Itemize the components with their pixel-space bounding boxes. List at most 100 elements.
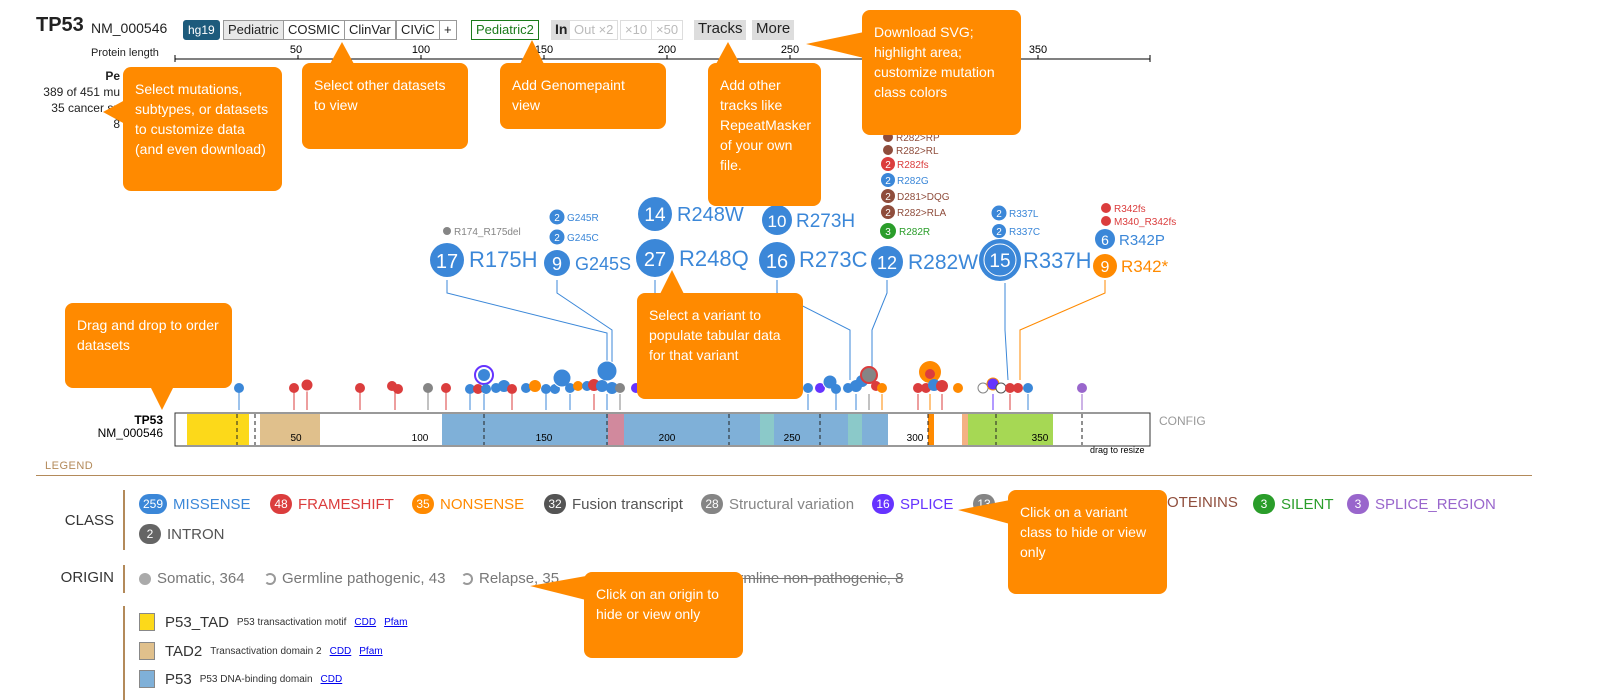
- label-r342fs[interactable]: R342fs: [1114, 204, 1146, 215]
- callout-tail: [330, 42, 354, 64]
- domain-p53-tad[interactable]: [187, 414, 249, 445]
- label-d281[interactable]: D281>DQG: [897, 192, 950, 203]
- domain-swatch: [139, 670, 155, 688]
- domain-tad2[interactable]: [260, 414, 320, 445]
- count-2: 2: [554, 213, 560, 224]
- origin-somatic[interactable]: Somatic, 364: [139, 570, 245, 587]
- label-r174[interactable]: R174_R175del: [454, 227, 521, 238]
- label-r282rl[interactable]: R282>RL: [896, 146, 939, 157]
- mutation-label-r342p[interactable]: 6 R342P: [1095, 229, 1165, 249]
- cdd-link[interactable]: CDD: [320, 673, 343, 685]
- label-r282rp[interactable]: R282>RP: [896, 133, 940, 144]
- config-button[interactable]: CONFIG: [1159, 414, 1206, 428]
- class-splice-region[interactable]: 3 SPLICE_REGION: [1347, 494, 1496, 514]
- mutation-name: R273H: [796, 211, 855, 232]
- dataset-clinvar-button[interactable]: ClinVar: [344, 20, 396, 40]
- add-dataset-button[interactable]: +: [439, 20, 457, 40]
- class-name: OTEININS: [1167, 494, 1238, 511]
- label-r282g[interactable]: R282G: [897, 176, 929, 187]
- resize-handle-label[interactable]: drag to resize: [1090, 445, 1145, 455]
- class-count: 48: [270, 494, 292, 514]
- class-fusion[interactable]: 32 Fusion transcript: [544, 494, 683, 514]
- genomepaint-button[interactable]: Pediatric2: [471, 20, 539, 40]
- label-g245r[interactable]: G245R: [567, 213, 599, 224]
- origin-divider: [123, 565, 125, 593]
- mutation-label-g245s[interactable]: 9 G245S: [544, 250, 631, 276]
- origin-text: Somatic, 364: [157, 570, 245, 587]
- label-r282fs[interactable]: R282fs: [897, 160, 929, 171]
- ruler-tick-label: 350: [1029, 44, 1047, 56]
- callout-tail: [150, 386, 174, 410]
- class-silent[interactable]: 3 SILENT: [1253, 494, 1334, 514]
- more-button[interactable]: More: [752, 20, 795, 40]
- class-intron[interactable]: 2 INTRON: [139, 524, 225, 544]
- pfam-link[interactable]: Pfam: [384, 616, 408, 628]
- domain-p53[interactable]: [442, 414, 888, 445]
- class-name: SPLICE_REGION: [1375, 495, 1496, 513]
- callout-tail: [716, 42, 740, 64]
- dataset-civic-button[interactable]: CIViC: [396, 20, 440, 40]
- domain-legend-tad2[interactable]: TAD2 Transactivation domain 2 CDD Pfam: [139, 642, 391, 660]
- mutation-label-r337h[interactable]: 15 R337H: [979, 239, 1091, 281]
- mutation-count: 27: [644, 249, 666, 271]
- domain-name: TAD2: [165, 642, 203, 660]
- relapse-icon: [461, 572, 473, 585]
- legend-title: LEGEND: [45, 460, 94, 472]
- tracks-button[interactable]: Tracks: [694, 20, 747, 40]
- domain-swatch: [139, 613, 155, 631]
- class-nonsense[interactable]: 35 NONSENSE: [412, 494, 524, 514]
- somatic-icon: [139, 572, 151, 585]
- label-r337c[interactable]: R337C: [1009, 227, 1040, 238]
- label-g245c[interactable]: G245C: [567, 233, 599, 244]
- domain-legend-p53-tad[interactable]: P53_TAD P53 transactivation motif CDD Pf…: [139, 613, 415, 631]
- mutation-label-r175h[interactable]: 17 R175H: [430, 243, 537, 277]
- origin-germline-pathogenic[interactable]: Germline pathogenic, 43: [264, 570, 445, 587]
- track-isoform-label: NM_000546: [98, 426, 164, 440]
- zoom-in-button[interactable]: In: [551, 20, 572, 40]
- callout-other-datasets: Select other datasets to view: [302, 63, 468, 149]
- dataset-cosmic-button[interactable]: COSMIC: [283, 20, 345, 40]
- label-r282rla[interactable]: R282>RLA: [897, 208, 947, 219]
- track-axis-label: 200: [659, 433, 676, 444]
- cdd-link[interactable]: CDD: [354, 616, 377, 628]
- mutation-count: 9: [552, 254, 562, 274]
- domain-swatch: [139, 642, 155, 660]
- stats-line-3: 8: [113, 117, 120, 131]
- track-gene-label: TP53: [134, 413, 163, 427]
- class-structural[interactable]: 28 Structural variation: [701, 494, 854, 514]
- class-proteinins[interactable]: OTEININS: [1167, 494, 1238, 511]
- lollipop-discs[interactable]: [234, 360, 1087, 410]
- mutation-label-r273h[interactable]: 10 R273H: [762, 205, 855, 235]
- domain-name: P53_TAD: [165, 613, 229, 631]
- label-r337l[interactable]: R337L: [1009, 209, 1039, 220]
- mutation-label-r342stop[interactable]: 9 R342*: [1093, 254, 1169, 278]
- domain-desc: P53 DNA-binding domain: [199, 673, 313, 685]
- zoom-out-50-button[interactable]: ×50: [651, 20, 684, 40]
- label-m340[interactable]: M340_R342fs: [1114, 217, 1176, 228]
- ruler-tick-label: 200: [658, 44, 676, 56]
- callout-tracks: Add other tracks like RepeatMasker of yo…: [708, 63, 821, 206]
- mutation-name: R175H: [469, 247, 537, 272]
- class-splice[interactable]: 16 SPLICE: [872, 494, 953, 514]
- mutation-label-r273c[interactable]: 16 R273C: [759, 242, 868, 278]
- domain-legend-p53[interactable]: P53 P53 DNA-binding domain CDD: [139, 670, 350, 688]
- class-frameshift[interactable]: 48 FRAMESHIFT: [270, 494, 394, 514]
- origin-germline-nonpathogenic[interactable]: ermline non-pathogenic, 8: [730, 570, 903, 587]
- protein-domain-track[interactable]: 50 100 150 200 250 300 350: [174, 412, 1151, 447]
- domain-tetramerization[interactable]: [968, 414, 1053, 445]
- class-missense[interactable]: 259 MISSENSE: [139, 494, 251, 514]
- lollipop-plot: 50 100 150 200 250 350 17 R175H 9 G245S …: [98, 44, 1206, 455]
- cdd-link[interactable]: CDD: [329, 645, 352, 657]
- mutation-label-r248q[interactable]: 27 R248Q: [636, 239, 749, 277]
- small-mutation-labels: R174_R175del 2 G245R 2 G245C R282>RP R28…: [443, 132, 1176, 246]
- zoom-out-2-button[interactable]: Out ×2: [569, 20, 619, 40]
- pfam-link[interactable]: Pfam: [359, 645, 383, 657]
- mutation-name: R248Q: [679, 246, 749, 271]
- origin-text: ermline non-pathogenic, 8: [730, 570, 904, 587]
- mutation-label-r282w[interactable]: 12 R282W: [871, 246, 978, 278]
- mutation-label-r248w[interactable]: 14 R248W: [638, 197, 744, 231]
- label-r282r[interactable]: R282R: [899, 227, 930, 238]
- ruler-tick-label: 250: [781, 44, 799, 56]
- count-3: 3: [885, 227, 891, 238]
- callout-select-mutations: Select mutations, subtypes, or datasets …: [123, 67, 282, 191]
